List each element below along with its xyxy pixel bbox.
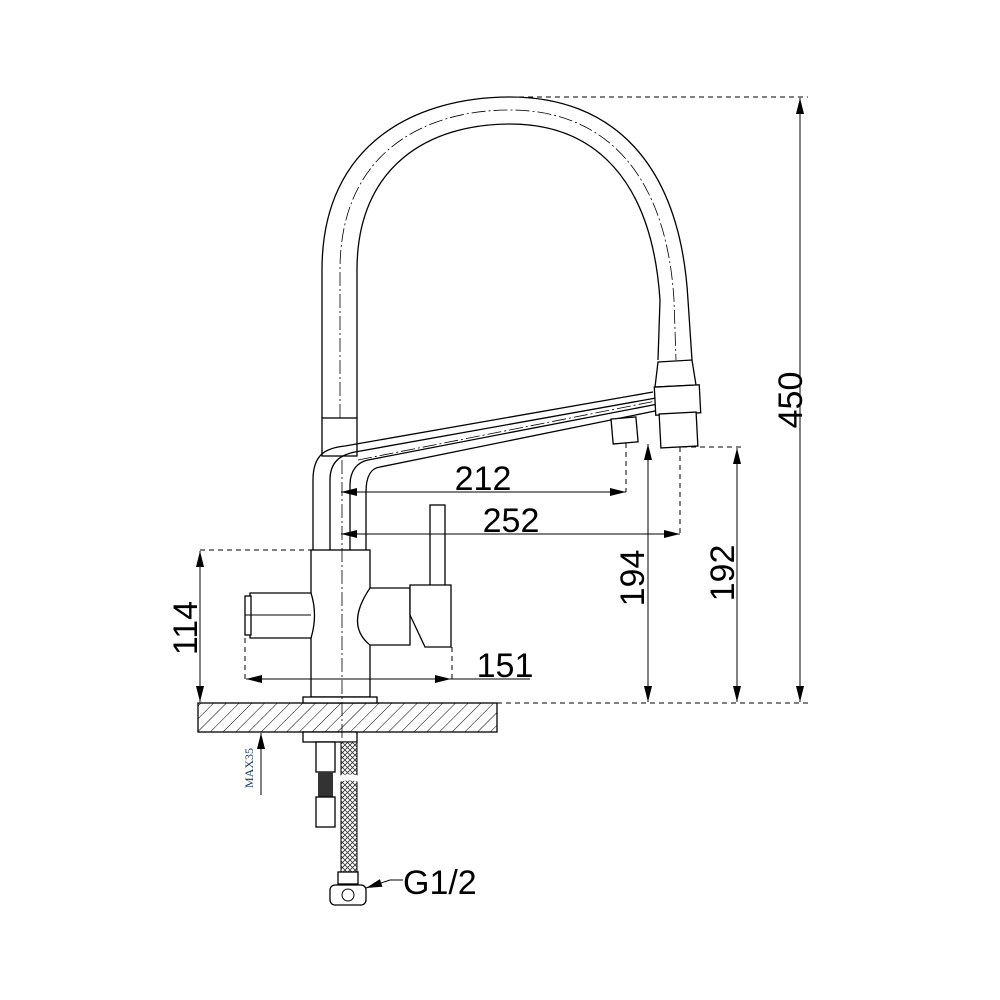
connection-thread-label: G1/2	[403, 864, 477, 902]
dim-spout-outlet-height: 192	[704, 545, 742, 602]
dimension-lines	[196, 98, 804, 889]
faucet-body	[244, 504, 452, 704]
underside-connections	[302, 731, 367, 906]
dim-spout-reach: 252	[483, 502, 540, 540]
dim-total-height: 450	[772, 372, 810, 429]
dim-body-height: 114	[167, 601, 205, 655]
extension-lines	[200, 96, 808, 704]
dim-filter-reach: 212	[455, 460, 512, 498]
dim-handle-span: 151	[477, 647, 534, 685]
countertop	[197, 702, 498, 733]
dim-filter-outlet-height: 194	[614, 550, 652, 607]
spray-head	[653, 359, 702, 449]
max-counter-thickness-label: MAX35	[242, 748, 256, 788]
